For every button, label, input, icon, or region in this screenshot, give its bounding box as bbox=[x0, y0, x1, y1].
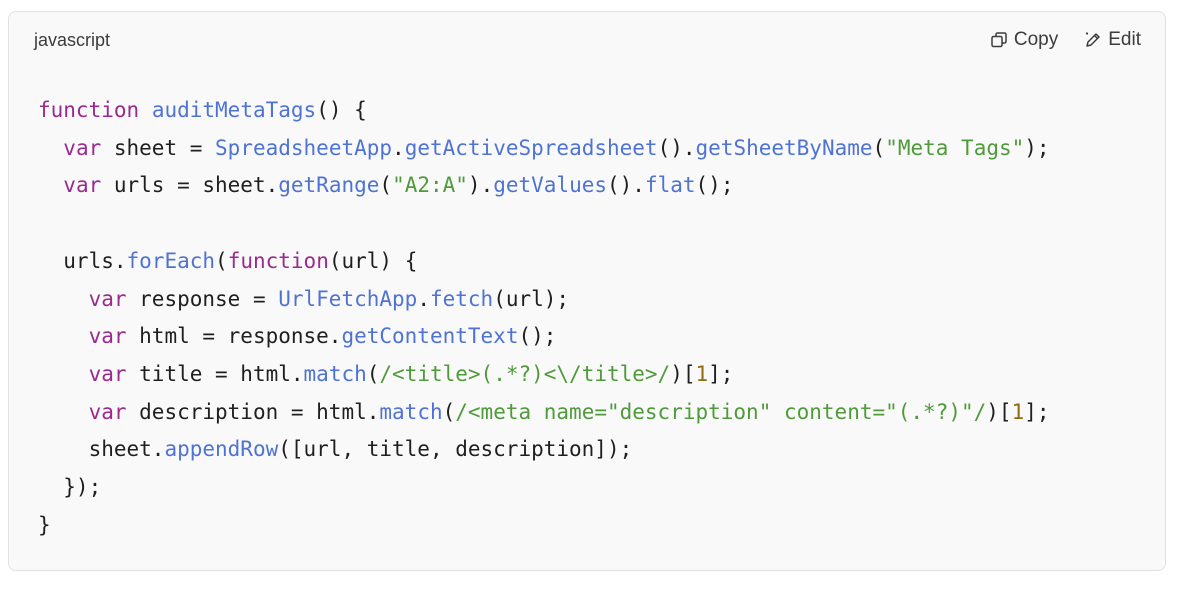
code-line: sheet.appendRow([url, title, description… bbox=[38, 431, 1050, 469]
code-token: . bbox=[417, 286, 430, 311]
code-token: appendRow bbox=[164, 437, 279, 462]
code-actions: Copy Edit bbox=[990, 29, 1141, 51]
code-line: } bbox=[38, 507, 1050, 545]
code-token: getValues bbox=[493, 173, 608, 198]
code-token: var bbox=[63, 135, 102, 160]
code-token: ( bbox=[872, 135, 886, 160]
code-token: sheet. bbox=[38, 437, 165, 462]
code-token: () { bbox=[316, 98, 367, 122]
code-token: match bbox=[379, 399, 443, 424]
code-token: (). bbox=[657, 135, 696, 160]
copy-icon bbox=[991, 32, 1007, 48]
code-token: sheet = bbox=[101, 135, 216, 160]
code-token: ( bbox=[379, 173, 393, 198]
code-token: var bbox=[88, 399, 127, 424]
code-line: function auditMetaTags() { bbox=[38, 92, 1050, 130]
code-token: (); bbox=[695, 173, 734, 198]
code-token: }); bbox=[38, 475, 102, 500]
code-token: )[ bbox=[670, 361, 696, 386]
code-token: (url); bbox=[493, 286, 570, 311]
language-label: javascript bbox=[34, 30, 111, 50]
code-line: var sheet = SpreadsheetApp.getActiveSpre… bbox=[38, 130, 1050, 168]
code-token: match bbox=[303, 361, 367, 386]
code-token: )[ bbox=[986, 399, 1012, 424]
code-token: html = response. bbox=[126, 324, 342, 349]
code-token bbox=[38, 400, 89, 424]
code-line: var html = response.getContentText(); bbox=[38, 318, 1050, 356]
code-token bbox=[38, 136, 63, 160]
code-token: description = html. bbox=[126, 399, 380, 424]
code-token bbox=[139, 98, 152, 122]
code-token: fetch bbox=[429, 286, 494, 311]
code-token: function bbox=[227, 248, 329, 273]
code-token bbox=[38, 324, 89, 348]
code-token: getRange bbox=[278, 173, 380, 198]
code-token: "A2:A" bbox=[392, 173, 468, 198]
code-token bbox=[38, 362, 89, 386]
code-token: urls = sheet. bbox=[101, 173, 279, 198]
code-line: urls.forEach(function(url) { bbox=[38, 243, 1050, 281]
code-block-header: javascript Copy Edit bbox=[9, 12, 1165, 72]
code-line: ​ bbox=[38, 205, 1050, 243]
code-token: ( bbox=[442, 399, 456, 424]
code-token: UrlFetchApp bbox=[278, 286, 418, 311]
code-token: flat bbox=[644, 173, 696, 198]
code-token: auditMetaTags bbox=[151, 98, 317, 122]
code-token: ]; bbox=[1024, 399, 1050, 424]
pencil-icon bbox=[1086, 32, 1100, 47]
code-content: function auditMetaTags() { var sheet = S… bbox=[38, 92, 1050, 544]
code-token: ( bbox=[366, 361, 380, 386]
code-token: ([url, title, description]); bbox=[278, 437, 633, 462]
edit-button[interactable]: Edit bbox=[1084, 29, 1141, 51]
code-token: function bbox=[38, 98, 140, 122]
code-token: urls. bbox=[38, 248, 127, 273]
code-token: 1 bbox=[695, 361, 709, 386]
code-token: ); bbox=[1024, 135, 1050, 160]
code-token: (); bbox=[518, 324, 557, 349]
code-token: "Meta Tags" bbox=[885, 135, 1025, 160]
code-line: var title = html.match(/<title>(.*?)<\/t… bbox=[38, 356, 1050, 394]
copy-button-label: Copy bbox=[1013, 29, 1059, 50]
code-token: 1 bbox=[1011, 399, 1025, 424]
code-token: var bbox=[88, 324, 127, 349]
code-token: /<title>(.*?)<\/title>/ bbox=[379, 361, 671, 386]
code-token: ). bbox=[467, 173, 494, 198]
code-token bbox=[38, 173, 63, 197]
code-token: } bbox=[38, 512, 51, 537]
code-token bbox=[38, 287, 89, 311]
code-token: ( bbox=[215, 248, 228, 273]
code-token: var bbox=[63, 173, 102, 198]
code-token: getActiveSpreadsheet bbox=[404, 135, 658, 160]
copy-button[interactable]: Copy bbox=[990, 29, 1058, 51]
code-token: var bbox=[88, 286, 127, 311]
code-token: /<meta name="description" content="(.*?)… bbox=[455, 399, 987, 424]
code-line: }); bbox=[38, 469, 1050, 507]
code-block: javascript Copy Edit function auditMetaT… bbox=[8, 11, 1166, 571]
code-token: forEach bbox=[126, 248, 216, 273]
code-token: ]; bbox=[708, 361, 734, 386]
code-token: title = html. bbox=[126, 361, 304, 386]
code-line: var response = UrlFetchApp.fetch(url); bbox=[38, 281, 1050, 319]
code-line: var description = html.match(/<meta name… bbox=[38, 394, 1050, 432]
code-token: (). bbox=[607, 173, 645, 198]
code-line: var urls = sheet.getRange("A2:A").getVal… bbox=[38, 167, 1050, 205]
code-token: getContentText bbox=[341, 324, 519, 349]
code-token: response = bbox=[126, 286, 279, 311]
edit-button-label: Edit bbox=[1108, 29, 1141, 50]
code-token: var bbox=[88, 361, 127, 386]
code-token: getSheetByName bbox=[695, 135, 873, 160]
code-token: SpreadsheetApp bbox=[215, 135, 393, 160]
code-token: . bbox=[392, 135, 405, 160]
code-token: (url) { bbox=[328, 248, 418, 273]
